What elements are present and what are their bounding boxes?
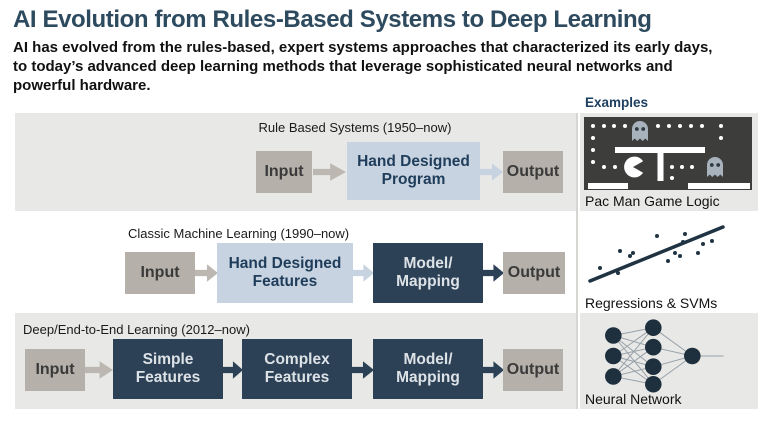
maze-walls bbox=[588, 147, 750, 189]
regression-line bbox=[588, 225, 725, 283]
examples-divider-line bbox=[576, 113, 578, 409]
neural-network-illustration bbox=[605, 319, 724, 393]
ghost-icon bbox=[632, 121, 648, 141]
regression-scatter-illustration bbox=[588, 225, 725, 283]
pacman-icon bbox=[624, 156, 644, 178]
page-title: AI Evolution from Rules-Based Systems to… bbox=[13, 6, 652, 33]
example-caption: Pac Man Game Logic bbox=[585, 193, 720, 209]
arrow-right-icon bbox=[195, 264, 218, 282]
arrow-right-icon bbox=[352, 264, 374, 282]
row-title-classic-ml: Classic Machine Learning (1990–now) bbox=[128, 226, 350, 241]
example-neural-network: Neural Network bbox=[580, 313, 758, 409]
pacman-illustration bbox=[584, 117, 752, 190]
page-subtitle: AI has evolved from the rules-based, exp… bbox=[13, 39, 713, 94]
deep-simple-features-box: Simple Features bbox=[113, 339, 223, 399]
row-title-rule-based: Rule Based Systems (1950–now) bbox=[258, 120, 452, 135]
network-nodes bbox=[605, 319, 701, 393]
deep-input-box: Input bbox=[25, 349, 85, 391]
network-edges bbox=[612, 327, 724, 385]
arrow-right-icon bbox=[482, 264, 504, 282]
pellet-dots bbox=[591, 124, 723, 180]
row-title-deep-learning: Deep/End-to-End Learning (2012–now) bbox=[23, 322, 250, 337]
classic-ml-output-box: Output bbox=[503, 252, 565, 294]
classic-ml-input-box: Input bbox=[125, 252, 195, 294]
rule-based-output-box: Output bbox=[503, 151, 563, 193]
ghost-icon bbox=[707, 157, 723, 177]
example-regression: Regressions & SVMs bbox=[580, 211, 758, 313]
deep-output-box: Output bbox=[503, 349, 563, 391]
examples-column-header: Examples bbox=[585, 95, 649, 110]
classic-ml-features-box: Hand Designed Features bbox=[217, 243, 353, 303]
classic-ml-model-box: Model/ Mapping bbox=[373, 243, 483, 303]
deep-model-box: Model/ Mapping bbox=[373, 339, 483, 399]
rule-based-program-box: Hand Designed Program bbox=[347, 142, 480, 200]
example-pacman: Pac Man Game Logic bbox=[580, 113, 758, 211]
example-caption: Neural Network bbox=[585, 391, 682, 407]
example-caption: Regressions & SVMs bbox=[585, 295, 718, 311]
scatter-points bbox=[598, 232, 714, 275]
rule-based-input-box: Input bbox=[256, 151, 312, 193]
deep-complex-features-box: Complex Features bbox=[242, 339, 352, 399]
